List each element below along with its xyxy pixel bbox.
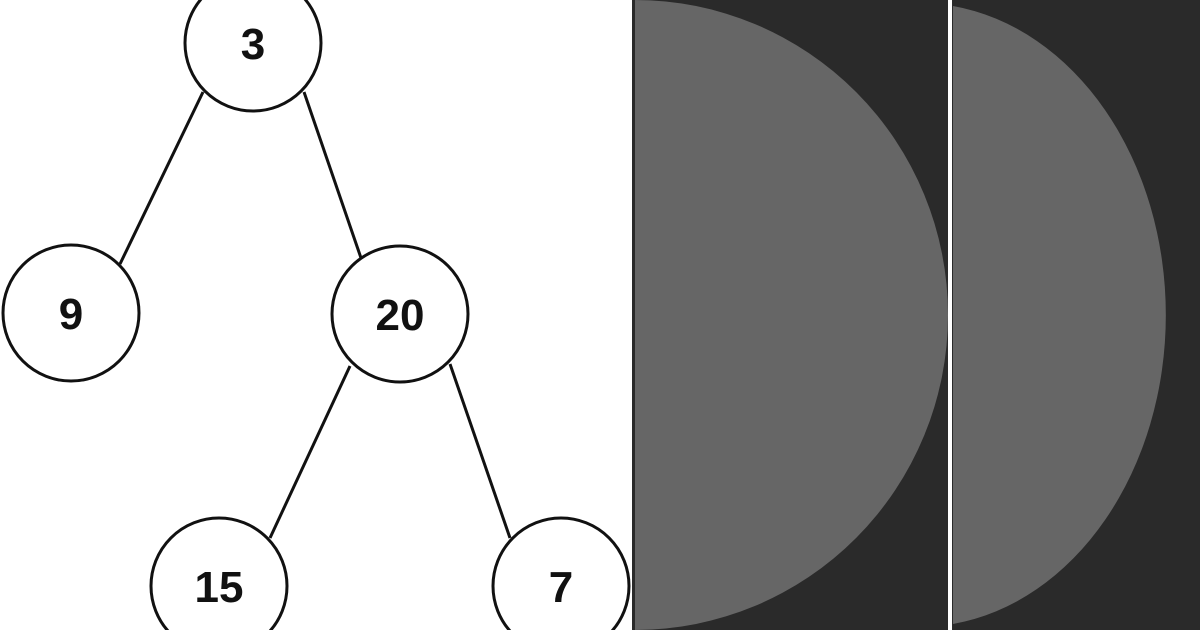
node-circle (330, 244, 470, 384)
node-circle (491, 516, 631, 630)
edge-root-left (118, 91, 205, 265)
node-label: 9 (59, 290, 83, 339)
half-circle-right (953, 6, 1166, 624)
node-label: 15 (195, 563, 244, 612)
tree-node-right-left: 15 (149, 516, 289, 630)
half-circle-left (635, 0, 948, 630)
node-circle (149, 516, 289, 630)
edge-root-right (302, 91, 363, 259)
tree-node-right-right: 7 (491, 516, 631, 630)
tree-node-left: 9 (1, 243, 141, 383)
node-label: 7 (549, 563, 573, 612)
tree-node-right: 20 (330, 244, 470, 384)
edge-right-rightleft (268, 365, 352, 539)
node-circle (1, 243, 141, 383)
node-label: 3 (241, 20, 265, 69)
node-label: 20 (376, 291, 425, 340)
node-circle (183, 0, 323, 113)
divider-line (948, 0, 952, 630)
tree-edges (118, 91, 512, 539)
edge-right-rightright (448, 363, 512, 539)
tree-node-root: 3 (183, 0, 323, 113)
